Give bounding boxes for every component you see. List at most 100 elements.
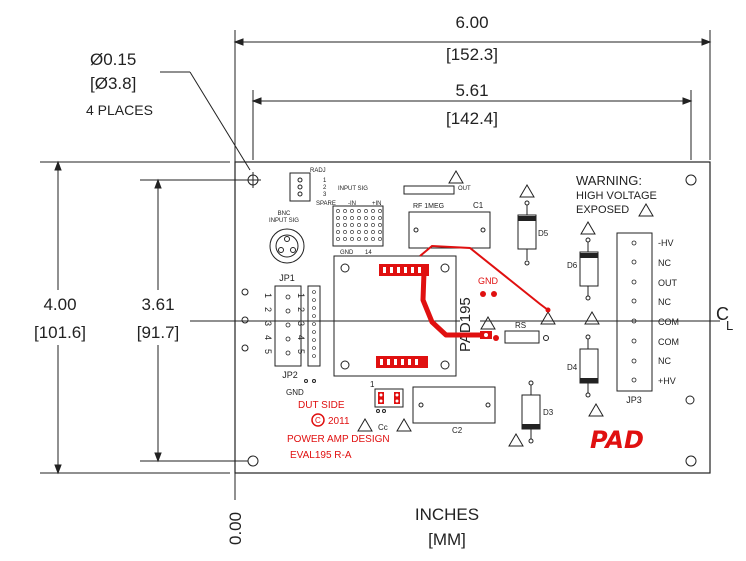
dut-pins-bottom [376, 356, 428, 368]
jp3-pin-com1: COM [658, 317, 679, 327]
rs-triangle-icon [540, 311, 556, 325]
jp1-label: JP1 [279, 273, 295, 283]
d5-label: D5 [538, 229, 549, 238]
d6-label: D6 [567, 261, 578, 270]
input-sig-pins [336, 209, 382, 241]
jp2-left-pin-3: 3 [263, 321, 273, 326]
cc-triangle-right-icon [396, 418, 412, 432]
svg-text:C: C [315, 416, 321, 425]
pin-14-label: 14 [365, 250, 372, 256]
jp2-right-pin-5: 5 [296, 349, 306, 354]
jp2-connector [274, 285, 302, 367]
rf-resistor [403, 185, 455, 195]
cc-label: Cc [378, 423, 388, 432]
units-mm-label: [MM] [428, 530, 466, 549]
pad195-label: PAD195 [457, 297, 474, 352]
jp2-label: JP2 [282, 370, 298, 380]
pin1-label: 1 [370, 380, 375, 389]
c2-label: C2 [452, 426, 463, 435]
jp2-right-pin-3: 3 [296, 321, 306, 326]
jp2-right-pin-4: 4 [296, 335, 306, 340]
red-traces [420, 269, 488, 338]
rf-warning-triangle-icon [448, 170, 464, 184]
jp3-pin-nc2: NC [658, 297, 671, 307]
d3-label: D3 [543, 408, 554, 417]
jp3-pin-out: OUT [658, 278, 678, 288]
diode-d4 [579, 348, 599, 384]
com-triangle-icon [584, 311, 600, 325]
bnc-connector [269, 228, 305, 264]
input-sig-header [332, 205, 384, 247]
hole-height-label-bg [122, 290, 194, 345]
jp3-label: JP3 [626, 395, 642, 405]
dut-side-label: DUT SIDE [298, 400, 345, 411]
d5-warning-triangle-icon [519, 184, 535, 198]
warning-line3: EXPOSED [576, 204, 629, 216]
warning-line2: HIGH VOLTAGE [576, 190, 657, 202]
jp2-left-pin-1: 1 [263, 293, 273, 298]
diode-d6 [579, 251, 599, 287]
jp3-pin-minus-hv: -HV [658, 238, 674, 248]
hole-diameter-mm: [Ø3.8] [90, 74, 136, 93]
warning-title: WARNING: [576, 173, 642, 188]
height-label-bg [28, 290, 98, 345]
jp3-pin-plus-hv: +HV [658, 376, 676, 386]
hole-span-inches-label: 5.61 [455, 81, 488, 100]
height-mm-label: [101.6] [34, 323, 86, 342]
height-inches-label: 4.00 [43, 295, 76, 314]
bnc-label: BNC [278, 211, 291, 217]
rs-label: RS [515, 321, 526, 330]
capacitor-c1 [408, 211, 491, 249]
in-label: -IN [348, 201, 356, 207]
radj-pin-1: 1 [323, 178, 327, 184]
jp2-left-pin-4: 4 [263, 335, 273, 340]
warning-triangle-icon [638, 203, 654, 217]
width-inches-label: 6.00 [455, 13, 488, 32]
jp2-left-pin-5: 5 [263, 349, 273, 354]
eval-board-label: EVAL195 R-A [290, 450, 352, 461]
mounting-holes [245, 172, 697, 467]
hole-height-mm-label: [91.7] [137, 323, 180, 342]
jp2-left-pin-2: 2 [263, 307, 273, 312]
jp3-pin-com2: COM [658, 337, 679, 347]
hole-height-inches-label: 3.61 [141, 295, 174, 314]
gnd-pad-1 [480, 291, 486, 297]
capacitor-c2 [412, 386, 496, 424]
spare-label: SPARE [316, 201, 336, 207]
copyright-year: 2011 [328, 416, 350, 427]
centerline-symbol: C [716, 304, 729, 324]
rf-out-label: OUT [458, 186, 471, 192]
gnd-14-label: GND [340, 250, 354, 256]
jp3-connector [616, 232, 653, 392]
jp3-pin-nc3: NC [658, 356, 671, 366]
radj-header [289, 172, 311, 202]
d4-warning-triangle-icon [588, 403, 604, 417]
hole-leader-line [160, 71, 251, 171]
radj-label: RADJ [310, 168, 326, 174]
rf-label: RF 1MEG [413, 203, 444, 210]
dut-triangle-icon [480, 316, 496, 330]
hole-diameter-inches: Ø0.15 [90, 50, 136, 69]
diode-d3 [521, 394, 541, 430]
input-sig-label: INPUT SIG [338, 186, 368, 192]
hole-span-mm-label: [142.4] [446, 109, 498, 128]
c1-label: C1 [473, 201, 484, 210]
hole-count-label: 4 PLACES [86, 102, 153, 118]
gnd-pad-2 [491, 291, 497, 297]
units-inches-label: INCHES [415, 505, 479, 524]
jp3-pins [631, 240, 637, 383]
resistor-rs [504, 330, 540, 344]
pad-logo: PAD [590, 426, 644, 454]
dut-pins-top [379, 264, 429, 276]
gnd-red-label: GND [478, 276, 499, 286]
bnc-input-sig-label: INPUT SIG [269, 218, 299, 224]
centerline-symbol-sub: L [726, 318, 733, 333]
board-outline [234, 161, 711, 474]
gnd-left-label: GND [286, 388, 304, 397]
company-label: POWER AMP DESIGN [287, 434, 390, 445]
plus-in-label: +IN [372, 201, 382, 207]
d4-label: D4 [567, 363, 578, 372]
copyright-icon [311, 413, 325, 427]
